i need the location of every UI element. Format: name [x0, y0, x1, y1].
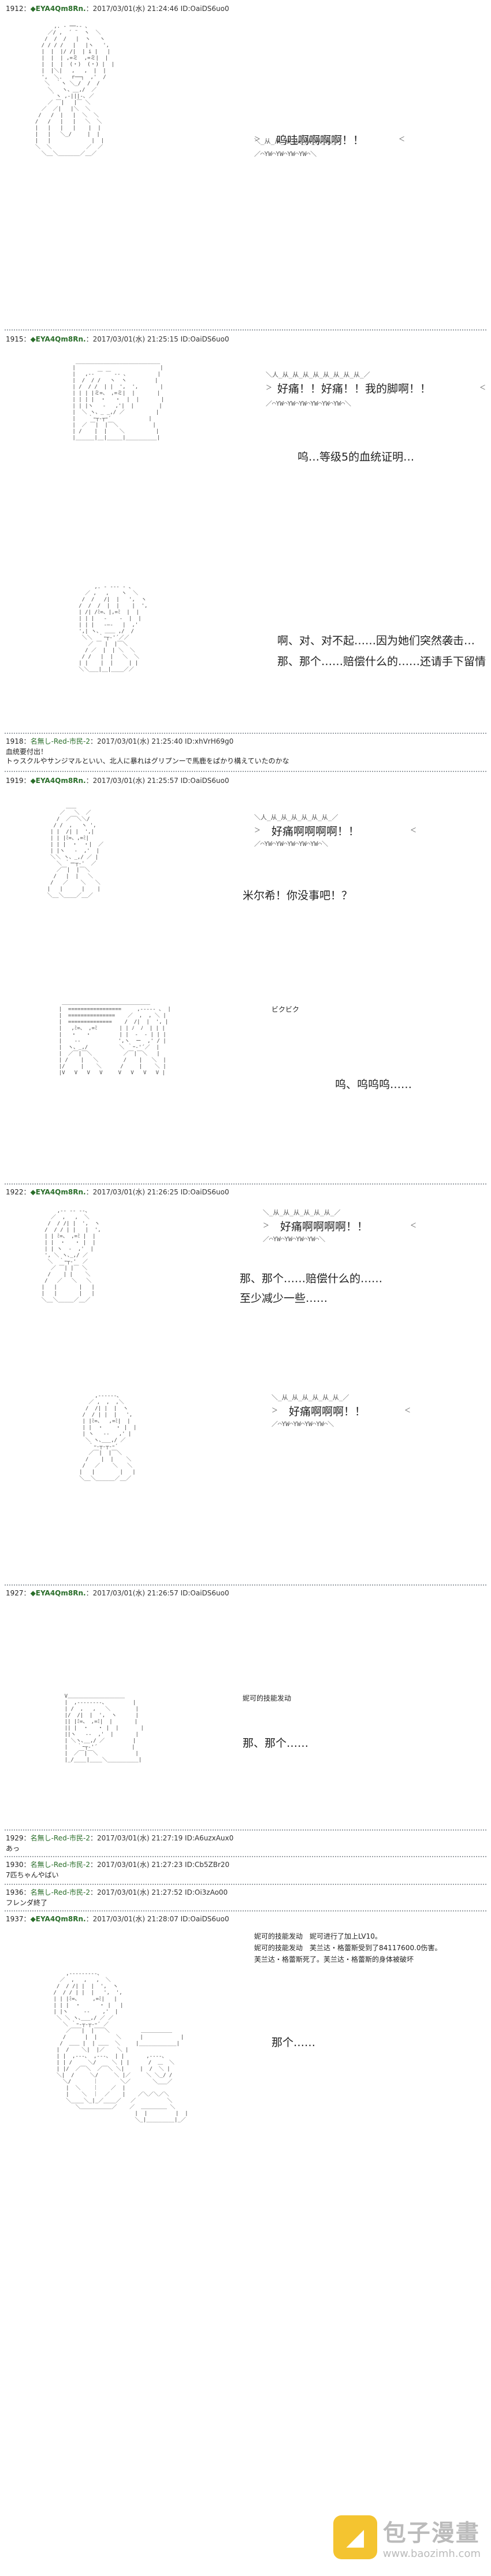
post-separator	[5, 1856, 486, 1857]
dialogue-line: 那、那个……赔偿什么的……还请手下留情	[277, 655, 486, 668]
post-number[interactable]: 1919	[6, 777, 24, 785]
speech-text: 好痛！！好痛！！我的脚啊！！	[277, 383, 432, 395]
post-meta: ：2017/03/01(水) 21:27:52 ID:Oi3zAo00	[90, 1888, 228, 1896]
post-number[interactable]: 1929	[6, 1834, 24, 1842]
post-meta: ：2017/03/01(水) 21:25:40 ID:xhVrH69g0	[90, 737, 234, 745]
post-header: 1919：◆EYA4Qm8Rn.：2017/03/01(水) 21:25:57 …	[6, 777, 229, 785]
post-header: 1915：◆EYA4Qm8Rn.：2017/03/01(水) 21:25:15 …	[6, 335, 229, 343]
post-separator	[5, 1829, 486, 1831]
system-note: 芙兰达・格蕾斯死了。芙兰达・格蕾斯的身体被破坏	[254, 1955, 414, 1963]
post-meta: ：2017/03/01(水) 21:26:25 ID:OaiDS6uo0	[85, 1188, 229, 1196]
dialogue-line: 至少减少一些……	[240, 1292, 328, 1305]
speech-burst-bottom: ／⌒YW⌒YW⌒YW⌒YW⌒＼	[263, 1235, 326, 1243]
dialogue-line: 呜…等级5的血统证明…	[297, 451, 415, 463]
dialogue-line: 米尔希！你没事吧！？	[243, 889, 353, 902]
watermark-logo-icon: ◢	[333, 2515, 377, 2559]
speech-burst: ＼_从_从_从_从_从_从_／	[263, 1209, 341, 1216]
post-number[interactable]: 1930	[6, 1861, 24, 1869]
ascii-art-character: ＿＿＿＿＿＿＿＿＿＿＿＿＿＿＿＿＿ | ================= ,-…	[58, 1000, 171, 1076]
speech-text: 好痛啊啊啊啊！！	[271, 825, 360, 838]
ascii-art-character: V＿＿＿＿＿＿＿＿＿＿＿ | ,-‐‐‐‐‐‐-､ | | / , , ＼ | …	[64, 1694, 144, 1763]
speech-burst-bottom: ／⌒YW⌒YW⌒YW⌒YW⌒YW⌒YW⌒＼	[266, 400, 351, 407]
watermark-title: 包子漫畫	[382, 2520, 480, 2547]
ascii-art-character: ,-‐‐‐‐-､ ／ , , ,＼ / /| | | ヽ / / | | | '…	[79, 1393, 137, 1482]
speech-burst-bottom: ／⌒YW⌒YW⌒YW⌒YW⌒YW⌒＼	[254, 840, 328, 848]
poster-name: ◆EYA4Qm8Rn.	[30, 5, 86, 13]
post-header: 1918：名無し-Red-市民-2：2017/03/01(水) 21:25:40…	[6, 737, 234, 745]
ascii-art-character: ＿＿ ／ ＼ ／ / ／￣＼＼/ / / , ヽ ', | | /| | ',|…	[47, 804, 104, 899]
post-separator	[5, 1884, 486, 1885]
poster-name: 名無し-Red-市民-2	[30, 737, 90, 745]
sound-effect: ビクビク	[271, 1005, 300, 1014]
dialogue-line: 啊、对、对不起……因为她们突然袭击…	[277, 634, 475, 647]
poster-name: ◆EYA4Qm8Rn.	[30, 1188, 86, 1196]
poster-name: 名無し-Red-市民-2	[30, 1834, 90, 1842]
speech-burst: ＼人_从_从_从_从_从_从_／	[254, 814, 339, 821]
post-number[interactable]: 1915	[6, 335, 24, 343]
reply-text: フレンダ終了	[6, 1899, 48, 1907]
poster-name: 名無し-Red-市民-2	[30, 1888, 90, 1896]
post-meta: ：2017/03/01(水) 21:26:57 ID:OaiDS6uo0	[85, 1589, 229, 1597]
system-note: 妮可的技能发动 妮可进行了加上LV10。	[254, 1932, 382, 1940]
post-separator	[5, 771, 486, 772]
ascii-art-character: ,. - ──‐- ､ ／/ , ´ ¨ ヽ ＼ / / / | ヽ ヽ / /…	[35, 24, 115, 157]
post-number[interactable]: 1936	[6, 1888, 24, 1896]
ascii-art-character: ,. - ‐‐‐ - ､ ／ , , ヽ ＼ / / /| | ', ヽ / /…	[79, 584, 148, 673]
watermark: ◢ 包子漫畫 www.baozimh.com	[333, 2514, 481, 2560]
post-number[interactable]: 1937	[6, 1915, 24, 1923]
watermark-url: www.baozimh.com	[382, 2548, 481, 2560]
post-header: 1929：名無し-Red-市民-2：2017/03/01(水) 21:27:19…	[6, 1834, 234, 1842]
speech-text: 好痛啊啊啊啊！！	[280, 1220, 369, 1233]
ascii-art-character: ___________________________ | | | ,-‐ ￣ …	[72, 359, 165, 441]
dialogue-line: 那个……	[271, 2036, 316, 2049]
system-note: 妮可的技能发动 芙兰达・格蕾斯受到了84117600.0伤害。	[254, 1944, 442, 1952]
post-meta: ：2017/03/01(水) 21:24:46 ID:OaiDS6uo0	[85, 5, 229, 13]
poster-name: ◆EYA4Qm8Rn.	[30, 1589, 86, 1597]
reply-text: トゥスクルやサンジマルといい、北人に暴れはグリプンーで馬鹿をぱかり構えていたのか…	[6, 757, 289, 765]
speech-text: 好痛啊啊啊！！	[289, 1405, 366, 1418]
poster-name: ◆EYA4Qm8Rn.	[30, 1915, 86, 1923]
speech-burst: ＼人_从_从_从_从_从_从_从_从_／	[266, 371, 370, 378]
post-separator	[5, 329, 486, 331]
ascii-art-character: ,-‐‐‐‐‐‐‐-､ ／ , , , ＼ / / /| | | ', ヽ / …	[53, 1971, 188, 2123]
reply-text: 血统要付出！	[6, 748, 48, 756]
speech-burst-bottom: ／⌒YW⌒YW⌒YW⌒YW⌒＼	[254, 150, 317, 158]
reply-text: あっ	[6, 1844, 20, 1853]
system-note: 妮可的技能发动	[243, 1694, 292, 1702]
post-separator	[5, 733, 486, 734]
poster-name: ◆EYA4Qm8Rn.	[30, 777, 86, 785]
post-number[interactable]: 1918	[6, 737, 24, 745]
post-meta: ：2017/03/01(水) 21:27:19 ID:A6uzxAux0	[90, 1834, 234, 1842]
post-header: 1912：◆EYA4Qm8Rn.：2017/03/01(水) 21:24:46 …	[6, 5, 229, 13]
speech-burst-bottom: ／⌒YW⌒YW⌒YW⌒YW⌒＼	[271, 1420, 334, 1428]
dialogue-line: 那、那个……赔偿什么的……	[240, 1272, 383, 1285]
speech-burst: ＼_从_从_从_从_从_从_从_／	[254, 138, 342, 145]
dialogue-line: 呜、呜呜呜……	[335, 1078, 412, 1091]
post-number[interactable]: 1912	[6, 5, 24, 13]
ascii-art-character: ,-‐ ‐‐ ‐-､ ／ , , ＼ / / /| | ', ヽ / / / |…	[41, 1208, 101, 1303]
poster-name: 名無し-Red-市民-2	[30, 1861, 90, 1869]
post-meta: ：2017/03/01(水) 21:27:23 ID:Cb5ZBr20	[90, 1861, 230, 1869]
post-number[interactable]: 1927	[6, 1589, 24, 1597]
post-header: 1936：名無し-Red-市民-2：2017/03/01(水) 21:27:52…	[6, 1888, 228, 1896]
speech-burst: ＼_从_从_从_从_从_从_／	[271, 1394, 349, 1401]
post-header: 1927：◆EYA4Qm8Rn.：2017/03/01(水) 21:26:57 …	[6, 1589, 229, 1597]
poster-name: ◆EYA4Qm8Rn.	[30, 335, 86, 343]
post-meta: ：2017/03/01(水) 21:28:07 ID:OaiDS6uo0	[85, 1915, 229, 1923]
reply-text: 7匹ちゃんやばい	[6, 1871, 59, 1879]
dialogue-line: 那、那个……	[243, 1737, 309, 1750]
post-number[interactable]: 1922	[6, 1188, 24, 1196]
post-meta: ：2017/03/01(水) 21:25:15 ID:OaiDS6uo0	[85, 335, 229, 343]
post-header: 1930：名無し-Red-市民-2：2017/03/01(水) 21:27:23…	[6, 1861, 230, 1869]
post-separator	[5, 1584, 486, 1586]
speech-text: 呜哇啊啊啊啊！！	[276, 134, 364, 147]
post-header: 1937：◆EYA4Qm8Rn.：2017/03/01(水) 21:28:07 …	[6, 1915, 229, 1923]
post-meta: ：2017/03/01(水) 21:25:57 ID:OaiDS6uo0	[85, 777, 229, 785]
post-header: 1922：◆EYA4Qm8Rn.：2017/03/01(水) 21:26:25 …	[6, 1188, 229, 1196]
post-separator	[5, 1183, 486, 1185]
post-separator	[5, 1910, 486, 1911]
